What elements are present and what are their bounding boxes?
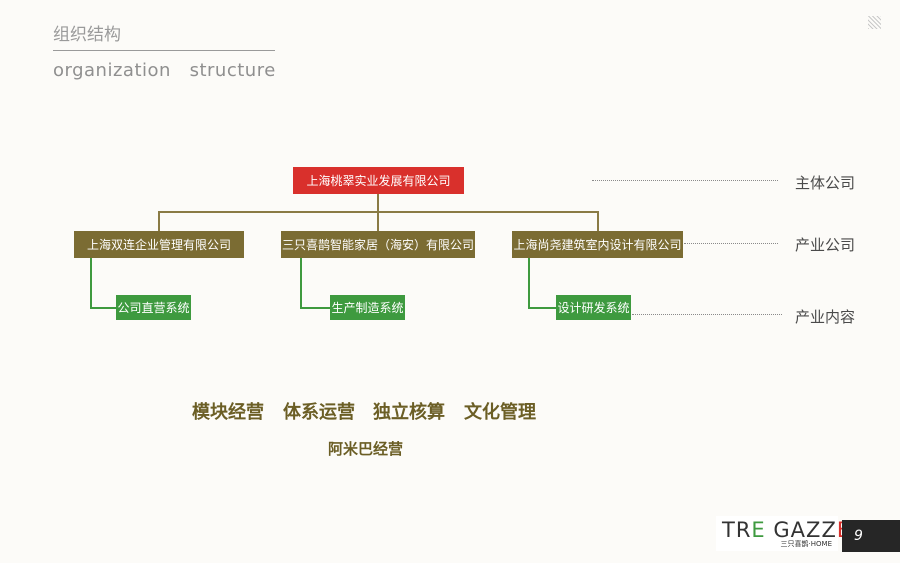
leader-industry-company	[684, 243, 778, 244]
slogan-item-3: 独立核算	[373, 402, 445, 423]
page-title: 组织结构	[53, 25, 121, 45]
subsidiary-box-3: 上海尚尧建筑室内设计有限公司	[512, 231, 683, 258]
connector-sys2-horizontal	[300, 307, 330, 309]
title-divider	[53, 50, 275, 51]
label-industry-company: 产业公司	[795, 236, 856, 254]
slogan-item-4: 文化管理	[464, 402, 536, 423]
slogan-sub: 阿米巴经营	[328, 440, 404, 458]
logo-subtitle: 三只喜鹊·HOME	[780, 540, 832, 548]
leader-industry-content	[632, 314, 782, 315]
connector-sys3-horizontal	[528, 307, 556, 309]
connector-sys2-vertical	[300, 258, 302, 308]
connector-sys3-vertical	[528, 258, 530, 308]
subsidiary-box-2: 三只喜鹊智能家居（海安）有限公司	[281, 231, 475, 258]
subsidiary-box-1: 上海双连企业管理有限公司	[74, 231, 244, 258]
connector-root-down	[377, 194, 379, 212]
label-main-company: 主体公司	[795, 174, 856, 192]
connector-sys1-vertical	[90, 258, 92, 308]
system-box-2: 生产制造系统	[330, 295, 405, 320]
system-box-3: 设计研发系统	[556, 295, 631, 320]
corner-hatch-icon	[868, 16, 881, 29]
root-company-box: 上海桃翠实业发展有限公司	[293, 167, 464, 194]
connector-sub3	[597, 211, 599, 231]
page-number: 9	[842, 520, 900, 552]
slogan-item-2: 体系运营	[283, 402, 355, 423]
connector-sub2	[377, 211, 379, 231]
brand-logo: TRE GAZZE 三只喜鹊·HOME	[716, 516, 850, 551]
connector-sub1	[158, 211, 160, 231]
page-subtitle: organization structure	[53, 60, 276, 81]
leader-main-company	[592, 180, 778, 181]
system-box-1: 公司直营系统	[116, 295, 191, 320]
slogan-item-1: 模块经营	[192, 402, 264, 423]
label-industry-content: 产业内容	[795, 308, 856, 326]
connector-sys1-horizontal	[90, 307, 116, 309]
